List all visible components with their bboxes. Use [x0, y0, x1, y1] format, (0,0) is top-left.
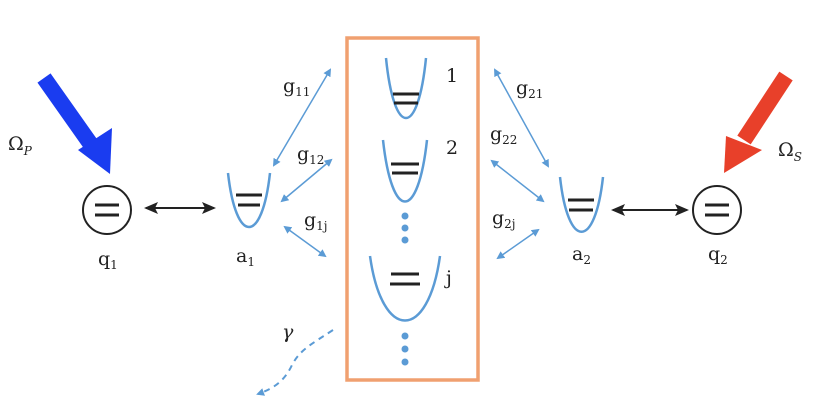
- mode-2-oscillator: [381, 139, 429, 203]
- qubit-1-label: q1: [98, 248, 118, 272]
- pump-label: ΩP: [8, 133, 33, 158]
- ancilla-2-label: a2: [572, 243, 591, 267]
- coupling-label-g22: g22: [490, 123, 517, 147]
- decay-label: γ: [282, 321, 294, 343]
- stokes-label: ΩS: [778, 139, 802, 164]
- mode-reservoir-box: [345, 36, 480, 382]
- mode-1-oscillator: [384, 57, 428, 120]
- qubit-1: [82, 185, 132, 235]
- mode-j-oscillator: [368, 255, 442, 322]
- coupling-label-g1j: g1j: [304, 209, 328, 233]
- coupling-arrow-g22: [490, 159, 545, 203]
- mode-1-label: 1: [446, 65, 458, 87]
- coupling-arrow-g2j: [496, 228, 540, 260]
- ancilla-1-oscillator: [226, 172, 272, 229]
- mode-2-label: 2: [446, 137, 458, 159]
- qubit-2: [692, 185, 742, 235]
- qubit-2-label: q2: [708, 243, 728, 267]
- coupling-arrow-g1j: [283, 225, 327, 258]
- ancilla-2-oscillator: [558, 176, 605, 233]
- stokes-drive-arrow: [724, 71, 793, 173]
- coupling-arrow-g11: [272, 68, 332, 167]
- decay-dashed-arrow: [256, 329, 334, 396]
- coupling-label-g2j: g2j: [492, 207, 516, 231]
- pump-drive-arrow: [37, 73, 112, 174]
- ellipsis-dots-upper: [401, 212, 409, 244]
- coupling-label-g11: g11: [283, 75, 310, 99]
- coupling-label-g12: g12: [297, 143, 324, 167]
- ancilla-1-label: a1: [236, 245, 255, 269]
- ellipsis-dots-lower: [401, 332, 409, 366]
- coupling-label-g21: g21: [516, 77, 543, 101]
- mode-j-label: j: [444, 267, 452, 289]
- coupling-arrow-g12: [280, 158, 333, 203]
- coupling-arrow-g21: [494, 68, 549, 168]
